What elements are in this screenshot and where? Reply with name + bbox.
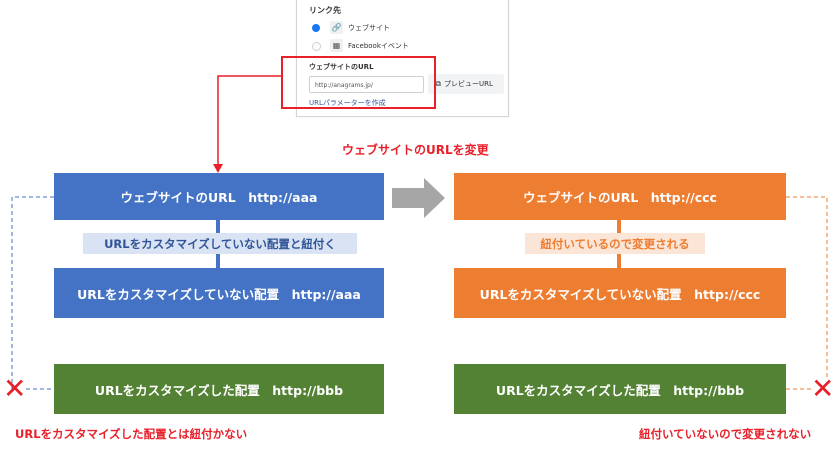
preview-url-button[interactable]: ⧉プレビューURL <box>428 74 504 94</box>
red-arrowhead <box>213 164 223 173</box>
right-customized-placement-box: URLをカスタマイズした配置 http://bbb <box>454 364 786 414</box>
left-customized-placement-box: URLをカスタマイズした配置 http://bbb <box>54 364 384 414</box>
panel-title: リンク先 <box>309 6 341 15</box>
url-parameter-link[interactable]: URLパラメーターを作成 <box>309 99 386 107</box>
facebook-option-label: Facebookイベント <box>348 42 409 50</box>
cross-icon: ✕ <box>811 372 835 405</box>
left-uncustomized-placement-box: URLをカスタマイズしていない配置 http://aaa <box>54 268 384 318</box>
calendar-icon: ▦ <box>330 39 343 52</box>
website-url-label: ウェブサイトのURL <box>309 63 374 71</box>
right-arrow-icon <box>392 178 445 218</box>
website-radio[interactable] <box>312 24 320 32</box>
left-website-url-box: ウェブサイトのURL http://aaa <box>54 173 384 220</box>
right-link-tag: 紐付いているので変更される <box>525 233 705 254</box>
external-link-icon: ⧉ <box>435 79 441 88</box>
preview-url-label: プレビューURL <box>444 80 493 88</box>
website-url-input[interactable]: http://anagrams.jp/ <box>309 76 424 93</box>
left-link-tag: URLをカスタマイズしていない配置と紐付く <box>83 233 357 254</box>
link-settings-panel: リンク先 🔗 ウェブサイト ▦ Facebookイベント ウェブサイトのURL … <box>296 0 509 117</box>
right-dashed-line <box>786 196 828 378</box>
left-note: URLをカスタマイズした配置とは紐付かない <box>15 427 248 441</box>
facebook-radio[interactable] <box>312 42 321 51</box>
cross-icon: ✕ <box>3 372 27 405</box>
link-icon: 🔗 <box>330 21 343 34</box>
website-option-label: ウェブサイト <box>348 24 390 32</box>
highlight-box <box>281 56 436 109</box>
right-uncustomized-placement-box: URLをカスタマイズしていない配置 http://ccc <box>454 268 786 318</box>
red-connector-line <box>217 75 281 166</box>
right-website-url-box: ウェブサイトのURL http://ccc <box>454 173 786 220</box>
change-url-label: ウェブサイトのURLを変更 <box>342 143 489 157</box>
right-note: 紐付いていないので変更されない <box>639 427 812 441</box>
left-dashed-line <box>11 196 54 389</box>
